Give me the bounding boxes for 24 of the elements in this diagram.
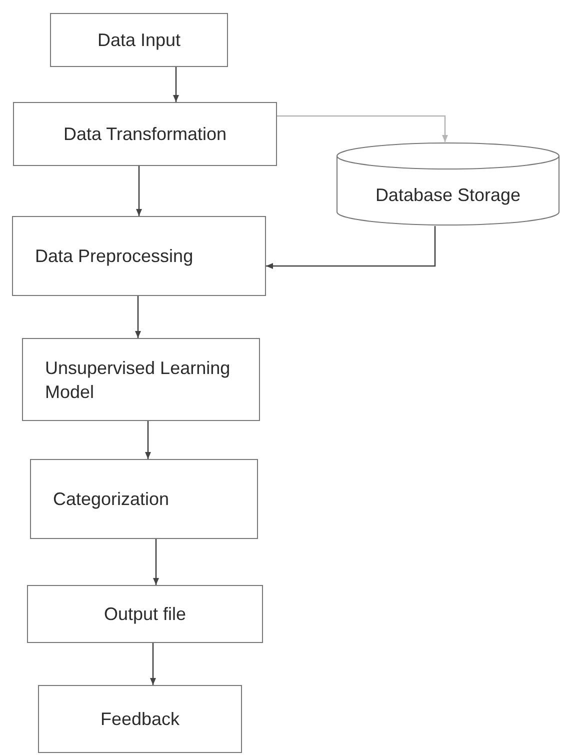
process-box <box>30 459 258 539</box>
process-box <box>38 685 242 753</box>
database-cylinder <box>336 142 560 226</box>
node-label: Data Transformation <box>63 123 227 146</box>
arrow <box>150 643 156 685</box>
node-label: Feedback <box>100 708 180 731</box>
arrow <box>136 166 142 216</box>
process-box <box>22 338 260 421</box>
arrow <box>277 115 448 142</box>
arrow <box>266 226 436 269</box>
process-box <box>27 585 263 643</box>
node-label: Categorization <box>53 488 170 511</box>
process-box <box>13 102 277 166</box>
node-label: Data Preprocessing <box>35 245 194 268</box>
node-label: Data Input <box>97 29 181 52</box>
node-label: Output file <box>104 603 186 626</box>
arrow <box>173 67 179 102</box>
arrow <box>135 296 141 338</box>
node-label: Database Storage <box>375 184 521 207</box>
process-box <box>50 13 228 67</box>
process-box <box>12 216 266 296</box>
node-label: Unsupervised Learning Model <box>45 356 232 404</box>
arrow <box>153 539 159 585</box>
arrow <box>145 421 151 459</box>
